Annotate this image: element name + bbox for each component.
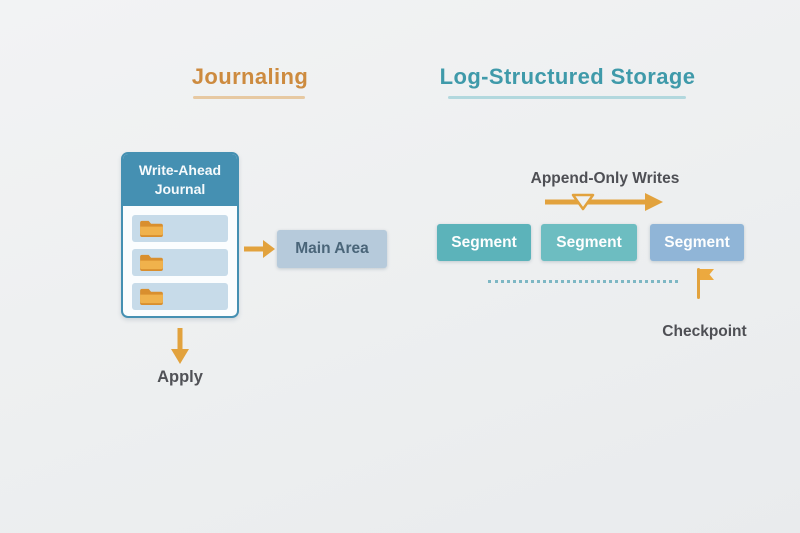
segment-box: Segment	[650, 224, 744, 261]
journaling-title: Journaling	[191, 64, 309, 89]
journaling-title-underline	[193, 96, 305, 99]
journal-entries	[123, 206, 237, 310]
checkpoint-dotted-line	[488, 280, 678, 283]
apply-arrow-icon	[171, 328, 189, 364]
journal-to-main-arrow-icon	[244, 240, 275, 258]
append-only-writes-label: Append-Only Writes	[530, 170, 680, 187]
append-writes-arrow-icon	[545, 193, 663, 211]
journal-entry-row	[132, 283, 228, 310]
checkpoint-label: Checkpoint	[662, 323, 747, 340]
folder-icon	[140, 288, 163, 306]
main-area-box: Main Area	[277, 230, 387, 268]
log-structured-title: Log-Structured Storage	[439, 64, 696, 89]
log-structured-title-underline	[448, 96, 686, 99]
journal-entry-row	[132, 249, 228, 276]
segment-box: Segment	[541, 224, 637, 261]
write-ahead-journal-header: Write-Ahead Journal	[123, 154, 237, 206]
checkpoint-flag-icon	[697, 268, 714, 299]
folder-icon	[140, 254, 163, 272]
journal-entry-row	[132, 215, 228, 242]
folder-icon	[140, 220, 163, 238]
segment-box: Segment	[437, 224, 531, 261]
apply-label: Apply	[157, 368, 203, 386]
write-ahead-journal-box: Write-Ahead Journal	[121, 152, 239, 318]
